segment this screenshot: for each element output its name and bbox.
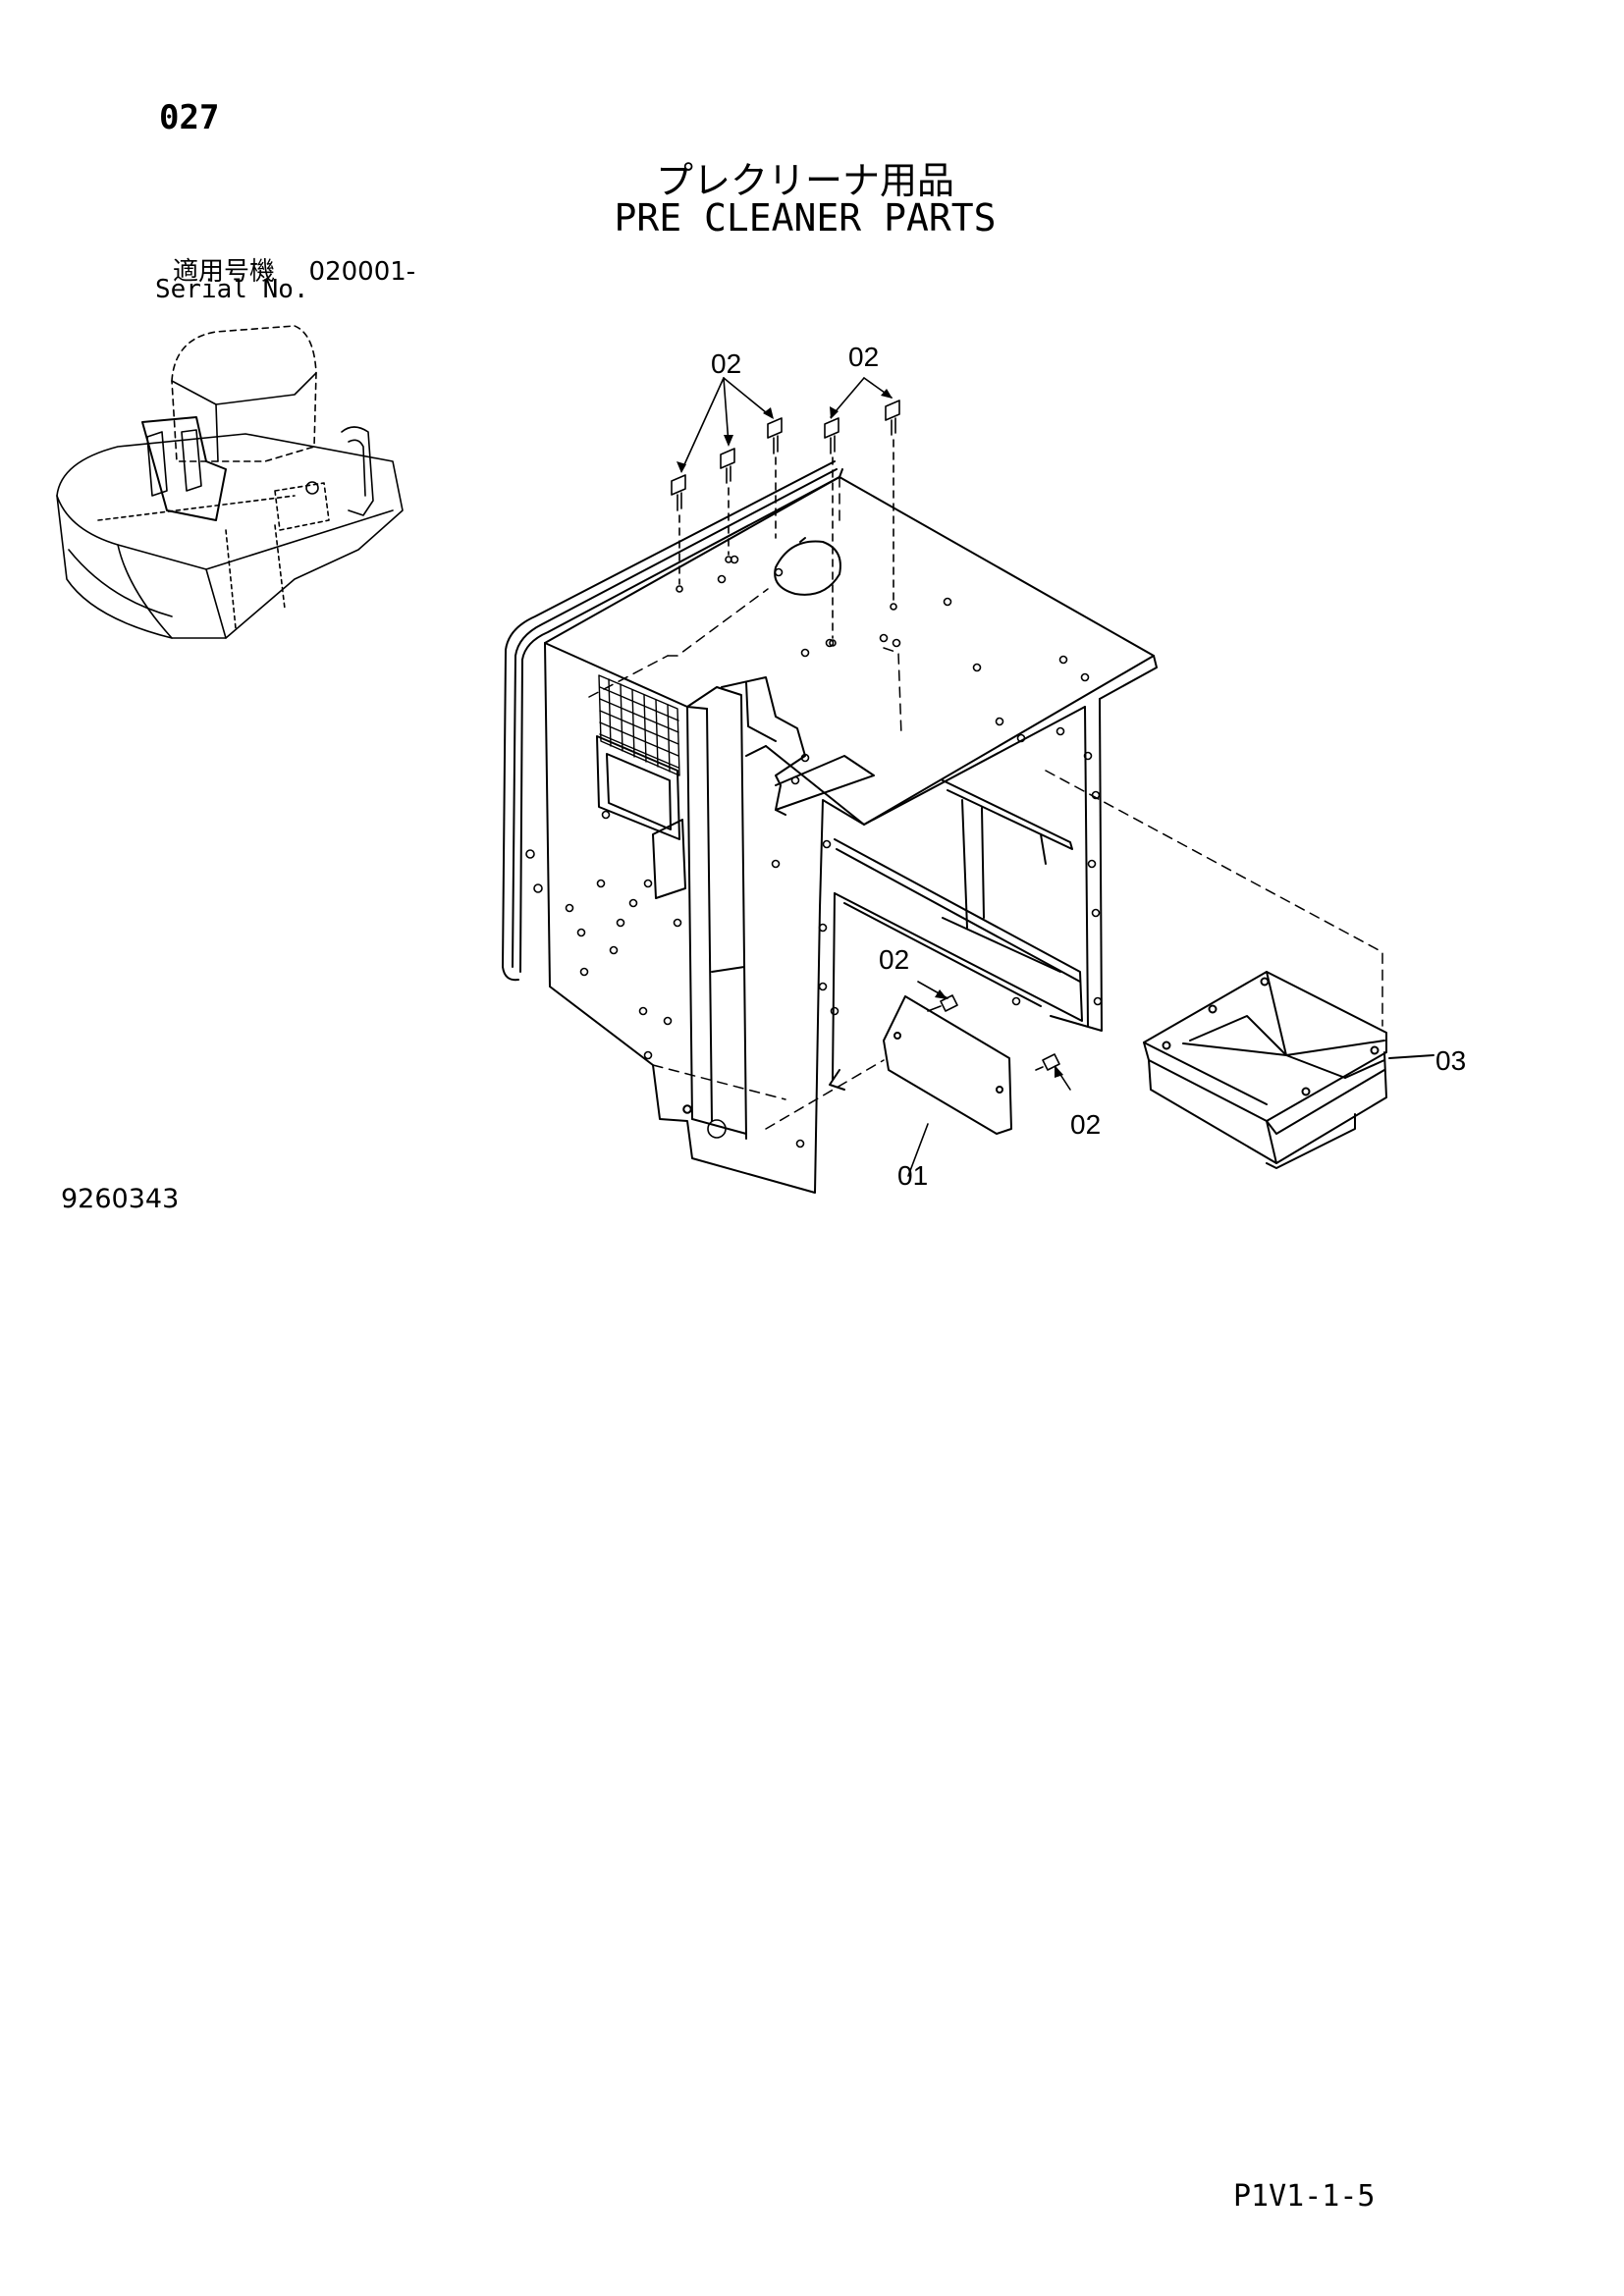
page-number: 027 (159, 98, 220, 137)
callout-02-panel-top: 02 (879, 944, 909, 975)
panel-bolts (907, 981, 1071, 1177)
callout-02-top-left: 02 (711, 348, 741, 379)
callout-03-tray: 03 (1435, 1045, 1466, 1076)
page-title-english: PRE CLEANER PARTS (614, 196, 997, 240)
machine-overview-illustration (56, 325, 404, 639)
callout-02-panel-side: 02 (1070, 1109, 1101, 1140)
page-title-japanese: プレクリーナ用品 (655, 159, 954, 202)
serial-label-japanese: 適用号機 (173, 257, 276, 287)
serial-value: 020001- (308, 257, 416, 287)
parts-diagram: 02 02 02 02 01 03 (56, 325, 1466, 1194)
cab-frame-assembly (502, 460, 1383, 1194)
serial-applicability: 適用号機 020001- (173, 251, 415, 288)
leader-arrowheads (677, 389, 893, 473)
callout-01-panel: 01 (897, 1160, 928, 1191)
cover-panel (883, 995, 1012, 1135)
callout-02-top-right: 02 (848, 342, 879, 372)
drawing-number: 9260343 (61, 1184, 180, 1214)
serial-label-english: Serial No. (155, 275, 309, 304)
panel-arrowheads (935, 989, 1063, 1078)
page-code: P1V1-1-5 (1233, 2179, 1376, 2214)
pre-cleaner-tray (1143, 971, 1435, 1169)
bolt-group-top (671, 377, 900, 647)
